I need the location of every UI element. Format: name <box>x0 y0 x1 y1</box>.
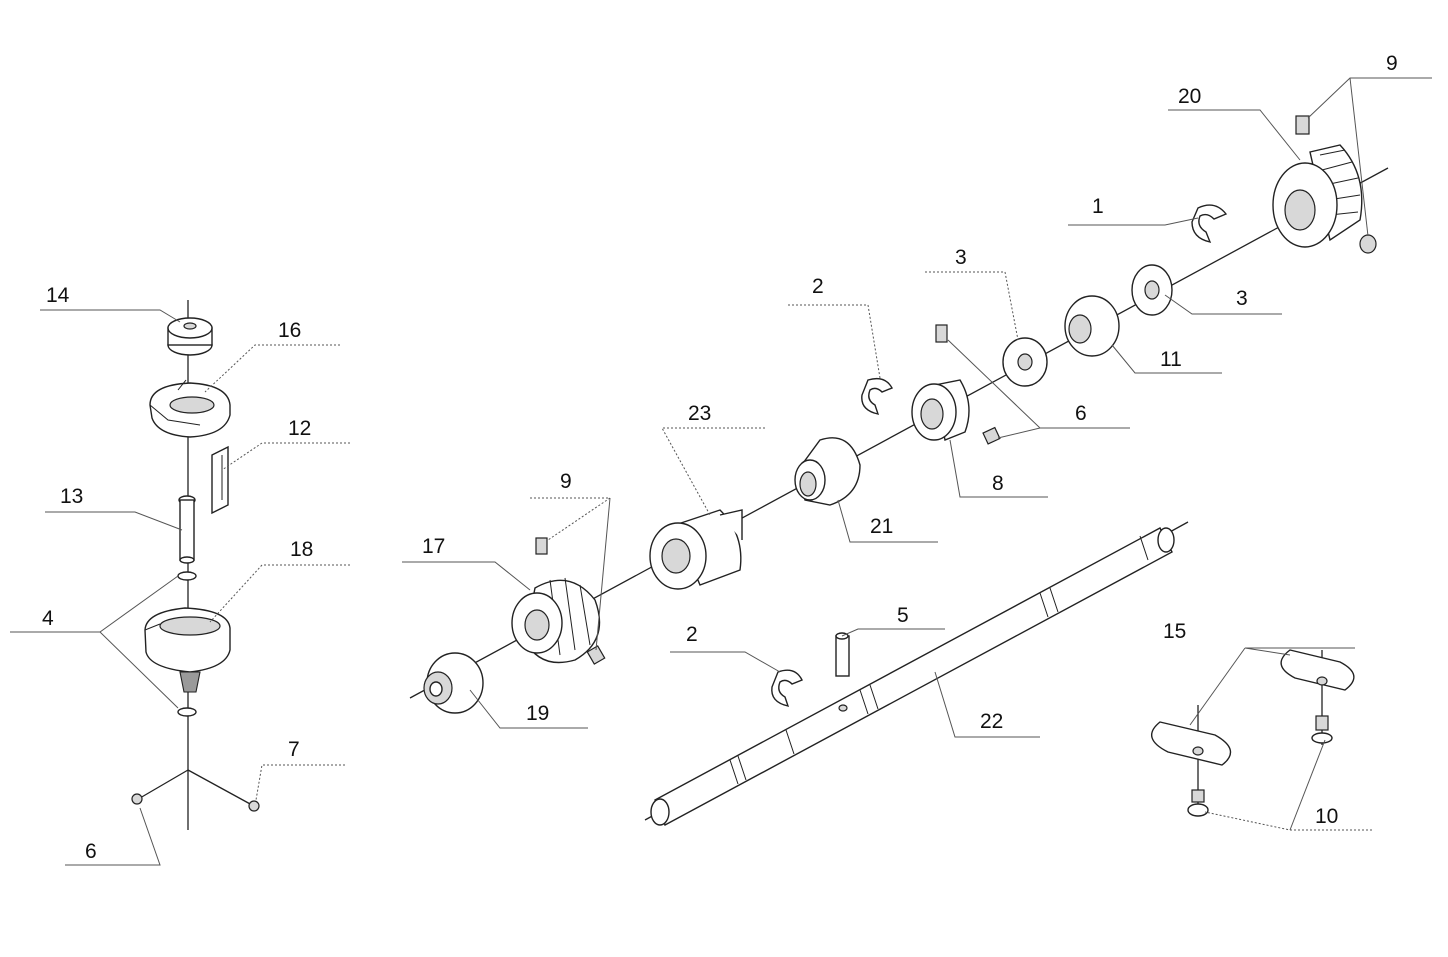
callout-20: 20 <box>1178 85 1201 108</box>
part-9-screw-top-left <box>535 537 548 555</box>
part-9-screw-bottom-right <box>1359 234 1377 254</box>
base-line-right <box>187 769 253 806</box>
left-assembly <box>131 300 260 830</box>
callout-22: 22 <box>980 710 1003 733</box>
callout-6-left: 6 <box>85 840 97 863</box>
leader-lines <box>10 77 1432 866</box>
part-4-washer-bottom <box>177 707 197 717</box>
part-14-bobbin <box>167 317 213 356</box>
callout-1: 1 <box>1092 195 1104 218</box>
part-9-screw-bottom-left <box>586 645 606 665</box>
part-11-bearing <box>1064 295 1120 357</box>
right-plates-assembly <box>1151 649 1355 817</box>
part-5-pin <box>835 632 850 677</box>
callout-12: 12 <box>288 417 311 440</box>
part-2-e-ring-lower <box>771 669 803 707</box>
part-21-collar <box>794 437 861 506</box>
part-18-rotary-hook <box>144 607 231 693</box>
part-19-bearing <box>423 652 484 714</box>
part-9-screw-top-right <box>1295 115 1310 135</box>
part-7-screw-right <box>248 800 260 812</box>
callout-15: 15 <box>1163 620 1186 643</box>
callout-5: 5 <box>897 604 909 627</box>
part-6-screw-side <box>982 426 1001 445</box>
part-12-plate <box>211 445 229 515</box>
part-2-e-ring-upper <box>861 377 893 415</box>
part-22-lower-shaft <box>644 521 1189 826</box>
callout-3-right: 3 <box>1236 287 1248 310</box>
part-13-pin <box>178 495 196 564</box>
callout-9-right: 9 <box>1386 52 1398 75</box>
part-3-washer-right <box>1131 264 1173 316</box>
part-23-bushing <box>649 509 743 590</box>
callout-23: 23 <box>688 402 711 425</box>
callout-17: 17 <box>422 535 445 558</box>
callout-19: 19 <box>526 702 549 725</box>
callout-14: 14 <box>46 284 70 307</box>
callout-21: 21 <box>870 515 893 538</box>
base-line-left <box>139 769 189 799</box>
callout-3-left: 3 <box>955 246 967 269</box>
callout-labels: 1 2 2 3 3 4 5 6 6 7 8 9 9 10 11 12 13 14… <box>42 52 1398 863</box>
callout-6-right: 6 <box>1075 402 1087 425</box>
callout-9-left: 9 <box>560 470 572 493</box>
callout-10: 10 <box>1315 805 1338 828</box>
part-6-screw-upper <box>935 324 948 343</box>
callout-11: 11 <box>1160 348 1182 371</box>
part-1-e-ring <box>1191 204 1228 243</box>
callout-2-lower: 2 <box>686 623 698 646</box>
part-8-shaft-collar <box>911 324 1001 445</box>
part-16-bobbin-case <box>149 379 231 438</box>
callout-16: 16 <box>278 319 301 342</box>
callout-4: 4 <box>42 607 54 630</box>
callout-8: 8 <box>992 472 1004 495</box>
part-6-screw-left <box>131 793 143 805</box>
part-20-timing-pulley <box>1272 115 1377 254</box>
part-15-plate-lower <box>1151 721 1232 766</box>
callout-7: 7 <box>288 738 300 761</box>
callout-18: 18 <box>290 538 313 561</box>
part-17-helical-gear <box>511 537 606 665</box>
part-4-washer-top <box>177 571 197 581</box>
callout-2-upper: 2 <box>812 275 824 298</box>
main-shaft-assembly <box>409 115 1389 714</box>
part-10-screw-lower <box>1187 789 1209 817</box>
part-3-washer-left <box>1002 337 1048 387</box>
callout-13: 13 <box>60 485 83 508</box>
part-15-plate-upper <box>1280 649 1355 691</box>
part-10-screw-upper <box>1311 715 1333 744</box>
